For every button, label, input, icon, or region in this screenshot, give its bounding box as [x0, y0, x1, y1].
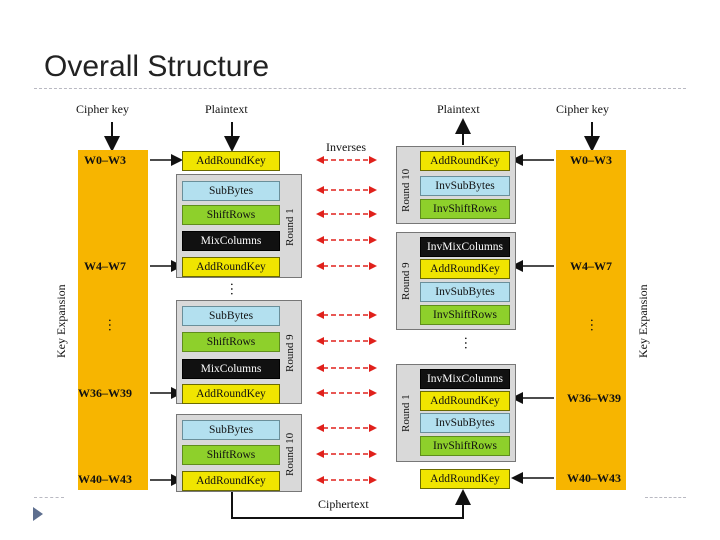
key-word-label: W0–W3	[84, 153, 126, 167]
inv-mix-columns-box: InvMixColumns	[420, 237, 510, 257]
footer-divider-right	[645, 497, 686, 498]
slide-title: Overall Structure	[44, 50, 270, 83]
add-round-key-box: AddRoundKey	[182, 384, 280, 404]
shift-rows-box: ShiftRows	[182, 332, 280, 352]
plaintext-right-label: Plaintext	[437, 102, 480, 116]
footer-divider-left	[34, 497, 64, 498]
add-round-key-box: AddRoundKey	[420, 391, 510, 411]
round-label: Round 1	[400, 394, 412, 432]
key-word-label: W4–W7	[570, 259, 612, 273]
shift-rows-box: ShiftRows	[182, 445, 280, 465]
key-expansion-column-left	[78, 150, 148, 490]
ciphertext-label: Ciphertext	[318, 497, 369, 511]
sub-bytes-box: SubBytes	[182, 181, 280, 201]
round-label: Round 10	[400, 168, 412, 212]
key-word-label: W4–W7	[84, 259, 126, 273]
add-round-key-final: AddRoundKey	[420, 469, 510, 489]
key-expansion-label-left: Key Expansion	[54, 284, 68, 358]
key-ellipsis: …	[587, 318, 602, 333]
add-round-key-box: AddRoundKey	[182, 471, 280, 491]
key-ellipsis: …	[105, 318, 120, 333]
inv-shift-rows-box: InvShiftRows	[420, 199, 510, 219]
cipher-key-right-label: Cipher key	[556, 102, 609, 116]
key-word-label: W36–W39	[78, 386, 132, 400]
add-round-key-box: AddRoundKey	[420, 259, 510, 279]
inv-shift-rows-box: InvShiftRows	[420, 305, 510, 325]
key-expansion-label-right: Key Expansion	[636, 284, 650, 358]
sub-bytes-box: SubBytes	[182, 420, 280, 440]
ciphertext-path	[231, 489, 471, 519]
inv-mix-columns-box: InvMixColumns	[420, 369, 510, 389]
inv-sub-bytes-box: InvSubBytes	[420, 413, 510, 433]
inverse-rounds-ellipsis: …	[461, 336, 476, 351]
inv-shift-rows-box: InvShiftRows	[420, 436, 510, 456]
plaintext-left-label: Plaintext	[205, 102, 248, 116]
inv-sub-bytes-box: InvSubBytes	[420, 282, 510, 302]
key-word-label: W40–W43	[78, 472, 132, 486]
add-round-key-box: AddRoundKey	[182, 257, 280, 277]
round-label: Round 1	[284, 208, 296, 246]
key-word-label: W0–W3	[570, 153, 612, 167]
round-label: Round 9	[400, 262, 412, 300]
round-label: Round 9	[284, 334, 296, 372]
key-word-label: W40–W43	[567, 471, 621, 485]
slide-bullet-icon	[33, 507, 43, 521]
key-word-label: W36–W39	[567, 391, 621, 405]
title-divider	[34, 88, 686, 89]
add-round-key-initial: AddRoundKey	[182, 151, 280, 171]
shift-rows-box: ShiftRows	[182, 205, 280, 225]
cipher-key-left-label: Cipher key	[76, 102, 129, 116]
add-round-key-box: AddRoundKey	[420, 151, 510, 171]
key-expansion-column-right	[556, 150, 626, 490]
sub-bytes-box: SubBytes	[182, 306, 280, 326]
mix-columns-box: MixColumns	[182, 231, 280, 251]
mix-columns-box: MixColumns	[182, 359, 280, 379]
inv-sub-bytes-box: InvSubBytes	[420, 176, 510, 196]
inverses-label: Inverses	[326, 140, 366, 154]
cipher-rounds-ellipsis: …	[227, 282, 242, 297]
round-label: Round 10	[284, 432, 296, 476]
